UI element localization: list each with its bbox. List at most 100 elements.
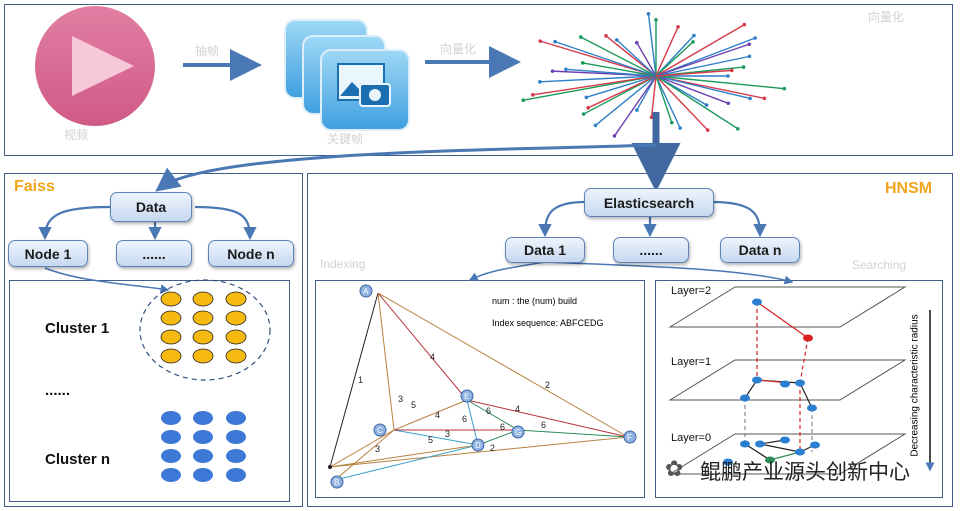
- graph-node-label: A: [363, 287, 369, 296]
- layer1-label: Layer=1: [671, 356, 712, 368]
- cluster1-point: [160, 291, 182, 307]
- graph-legend-sequence: Index sequence: ABFCEDG: [492, 318, 604, 328]
- vector-tip: [742, 22, 747, 27]
- layer-edge: [769, 451, 801, 461]
- searching-label: Searching: [852, 258, 907, 272]
- graph-node-point: [328, 465, 332, 469]
- layer-plane: [668, 359, 907, 401]
- layer-node: [740, 440, 750, 448]
- cluster1-point: [160, 329, 182, 345]
- vector-tip: [538, 39, 543, 43]
- clustern-point: [161, 449, 181, 463]
- faiss-data-node: Data: [110, 192, 192, 222]
- vector-tip: [748, 96, 752, 101]
- watermark: 鲲鹏产业源头创新中心: [700, 461, 910, 484]
- vector-tip: [635, 108, 639, 112]
- cluster1-point: [160, 348, 182, 364]
- graph-edge: [466, 399, 519, 431]
- edge-label: 6: [541, 420, 546, 430]
- clustern-point: [161, 468, 181, 482]
- vector-ray: [655, 75, 751, 100]
- radius-label: Decreasing characteristic radius: [909, 314, 921, 457]
- edge-label: 5: [411, 400, 416, 410]
- cluster1-point: [192, 310, 214, 326]
- edge-data-node1: [38, 205, 111, 241]
- layer-node: [752, 298, 762, 306]
- clustern-point: [226, 468, 246, 482]
- vector-ray: [554, 40, 657, 77]
- vector-tip: [726, 101, 731, 106]
- layer-node: [740, 394, 750, 402]
- vector-tip: [692, 33, 696, 38]
- layer-edge: [759, 443, 801, 453]
- graph-edge: [377, 292, 468, 401]
- graph-node-label: F: [627, 433, 632, 442]
- edge-es-data1: [538, 200, 586, 238]
- graph-edge: [334, 444, 479, 481]
- edge-label: 1: [358, 375, 363, 385]
- layer-node: [765, 456, 775, 464]
- edge-label: 5: [428, 435, 433, 445]
- layer-node: [723, 458, 733, 466]
- vector-tip: [581, 112, 586, 116]
- vector-ray: [532, 75, 657, 96]
- clustern-point: [193, 468, 213, 482]
- graph-node-label: C: [377, 426, 383, 435]
- video-play-icon: [35, 6, 155, 126]
- vector-tip: [782, 86, 787, 91]
- vector-ray: [655, 75, 785, 90]
- graph-node-c: [373, 423, 387, 437]
- elasticsearch-node: Elasticsearch: [584, 188, 714, 217]
- top-panel: [4, 4, 953, 156]
- vector-burst-icon: [521, 12, 787, 138]
- label-corner: 向量化: [868, 10, 905, 24]
- clustern-point: [226, 411, 246, 425]
- vector-tip: [614, 38, 619, 42]
- graph-legend-build: num : the (num) build: [492, 296, 578, 306]
- faiss-node-n: Node n: [208, 240, 294, 267]
- edge-label: 4: [435, 410, 440, 420]
- vector-ray: [655, 43, 750, 77]
- cluster-ellipsis: ......: [45, 382, 71, 399]
- layer-plane: [668, 286, 907, 328]
- layer-node: [780, 380, 790, 388]
- vector-tip: [726, 74, 730, 78]
- hnsw-data-1: Data 1: [505, 237, 585, 263]
- layer-node: [795, 448, 805, 456]
- vector-tip: [736, 126, 740, 131]
- vector-ray: [650, 75, 657, 118]
- vector-ray: [655, 75, 681, 129]
- graph-edge: [466, 399, 479, 446]
- graph-node-b: [330, 475, 344, 489]
- edge-label: 4: [430, 352, 435, 362]
- vector-tip: [612, 134, 617, 138]
- edge-label: 2: [490, 443, 495, 453]
- arrow-to-faiss: [155, 143, 657, 192]
- graph-edge: [329, 444, 479, 468]
- graph-node-label: B: [334, 478, 339, 487]
- vector-tip: [580, 61, 585, 65]
- vector-tip: [593, 123, 598, 128]
- edge-label: 6: [462, 414, 467, 424]
- cluster1-point: [192, 291, 214, 307]
- edge-label: 2: [545, 380, 550, 390]
- graph-node-label: G: [515, 428, 521, 437]
- graph-node-a: [359, 284, 373, 298]
- vector-tip: [762, 96, 767, 101]
- vector-ray: [613, 75, 657, 137]
- vector-ray: [655, 75, 673, 123]
- vector-ray: [647, 13, 657, 77]
- vector-ray: [655, 55, 750, 77]
- cluster1-point: [225, 348, 247, 364]
- layer-node: [803, 334, 813, 342]
- layer-edge: [799, 382, 813, 409]
- vector-ray: [655, 75, 709, 131]
- graph-edge: [393, 399, 468, 431]
- vector-ray: [655, 75, 729, 104]
- label-vectorize: 向量化: [440, 42, 477, 56]
- vector-tip: [753, 36, 757, 40]
- graph-edge: [517, 429, 629, 438]
- clustern-point: [193, 430, 213, 444]
- graph-node-d: [471, 438, 485, 452]
